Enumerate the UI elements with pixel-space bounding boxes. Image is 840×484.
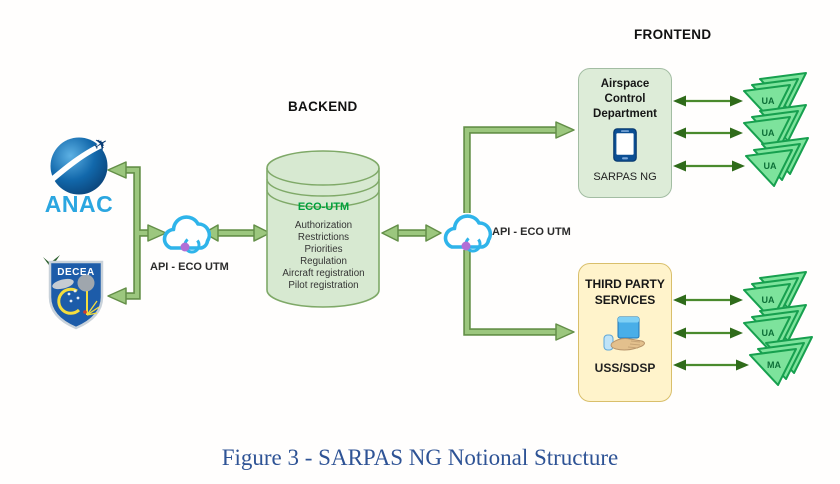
anac-label: ANAC — [44, 191, 114, 217]
unit-label: UA — [762, 128, 775, 138]
arrow-cloud-left-to-backend — [203, 224, 271, 242]
frontend-section-label: FRONTEND — [634, 27, 712, 42]
list-item: Pilot registration — [288, 280, 359, 291]
arrow-cloud-right-to-thirdparty — [463, 250, 575, 341]
third-party-box-title: THIRD PARTY SERVICES — [585, 277, 665, 307]
list-item: Priorities — [304, 244, 343, 255]
unit-label: UA — [762, 295, 775, 305]
ua-drone-icon: UA — [743, 104, 807, 154]
arrows-airspace-units — [673, 95, 745, 172]
ma-drone-icon: MA — [749, 336, 813, 386]
arrow-cloud-right-to-airspace — [463, 121, 575, 213]
decea-shield-logo: DECEA — [43, 255, 104, 330]
third-party-services-box: THIRD PARTY SERVICES USS/SDSP — [578, 263, 672, 402]
uss-sdsp-label: USS/SDSP — [594, 361, 656, 376]
cloud-api-right-icon — [443, 214, 493, 253]
api-eco-utm-left-label: API - ECO UTM — [150, 261, 229, 273]
arrows-thirdparty-units — [673, 294, 749, 371]
sarpas-ng-label: SARPAS NG — [593, 170, 657, 183]
hand-service-icon — [603, 316, 645, 351]
ua-drone-icon: UA — [745, 137, 809, 187]
unit-label: UA — [762, 328, 775, 338]
api-eco-utm-right-label: API - ECO UTM — [492, 226, 571, 238]
anac-logo: ✈ — [50, 133, 112, 195]
list-item: Restrictions — [297, 232, 350, 243]
airspace-box-title: Airspace Control Department — [593, 78, 657, 120]
cloud-api-left-icon — [162, 215, 212, 254]
arrow-backend-to-cloud-right — [381, 224, 442, 242]
ua-drone-icon: UA — [743, 72, 807, 122]
ua-drone-icon: UA — [743, 271, 807, 321]
eco-utm-service-list: Authorization Restrictions Priorities Re… — [263, 220, 384, 292]
figure-caption: Figure 3 - SARPAS NG Notional Structure — [221, 445, 619, 470]
list-item: Authorization — [294, 220, 353, 231]
arrow-junction-anac-decea — [107, 161, 167, 305]
list-item: Aircraft registration — [282, 268, 365, 279]
unit-label: UA — [764, 161, 777, 171]
decea-label: DECEA — [57, 267, 95, 278]
list-item: Regulation — [300, 256, 347, 267]
eco-utm-title: ECO-UTM — [297, 201, 350, 213]
ua-drone-icon: UA — [743, 304, 807, 354]
smartphone-icon — [613, 128, 637, 162]
database-icon — [266, 150, 380, 308]
unit-label: MA — [767, 360, 781, 370]
airspace-control-department-box: Airspace Control Department SARPAS NG — [578, 68, 672, 198]
backend-section-label: BACKEND — [288, 99, 358, 114]
unit-label: UA — [762, 96, 775, 106]
